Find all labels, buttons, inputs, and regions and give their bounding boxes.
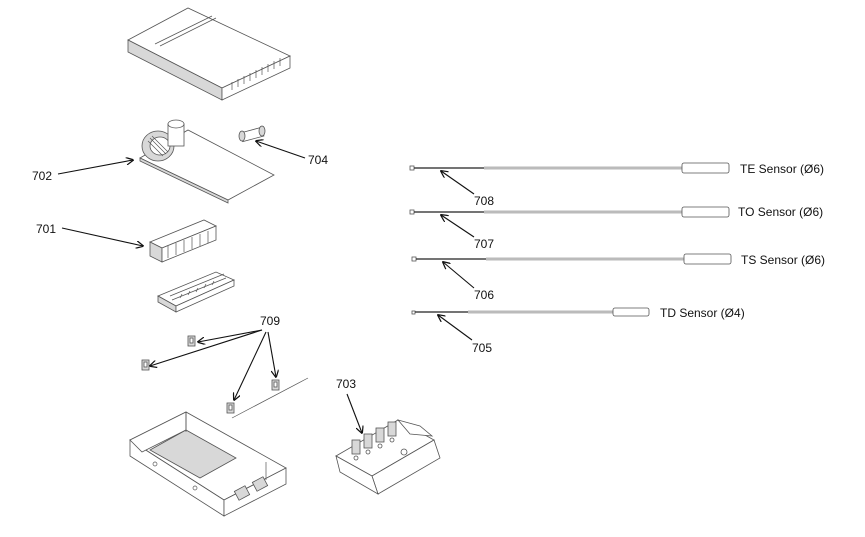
leader-702 bbox=[57, 160, 133, 175]
callout-702: 702 bbox=[32, 169, 52, 183]
leader-707 bbox=[441, 215, 475, 238]
leader-708 bbox=[441, 171, 475, 195]
callout-706: 706 bbox=[474, 288, 494, 302]
callout-705: 705 bbox=[472, 341, 492, 355]
callout-703: 703 bbox=[336, 377, 356, 391]
terminal-bracket-part bbox=[335, 419, 441, 495]
leader-709-b bbox=[150, 329, 263, 366]
fuse-part bbox=[238, 125, 266, 143]
base-housing-part bbox=[129, 411, 287, 517]
leader-704 bbox=[256, 141, 306, 159]
sensor-te-label: TE Sensor (Ø6) bbox=[740, 162, 824, 176]
sensor-td-label: TD Sensor (Ø4) bbox=[660, 306, 745, 320]
leader-701 bbox=[61, 227, 143, 246]
leader-709-a bbox=[198, 329, 263, 342]
callout-708: 708 bbox=[474, 194, 494, 208]
terminal-block-part bbox=[149, 219, 235, 313]
sensor-te: TE Sensor (Ø6) bbox=[409, 162, 824, 176]
pcb-board-part bbox=[139, 119, 275, 204]
top-cover-part bbox=[127, 7, 291, 101]
clip-part-a bbox=[187, 335, 196, 347]
callout-701: 701 bbox=[36, 222, 56, 236]
sensor-to-label: TO Sensor (Ø6) bbox=[738, 205, 823, 219]
leader-709-d bbox=[267, 331, 276, 377]
leader-705 bbox=[438, 315, 473, 341]
callout-709: 709 bbox=[260, 314, 280, 328]
clip-part-d bbox=[226, 402, 235, 414]
callout-704: 704 bbox=[308, 153, 328, 167]
leader-703 bbox=[346, 393, 362, 433]
leader-706 bbox=[443, 262, 475, 289]
sensor-to: TO Sensor (Ø6) bbox=[409, 205, 823, 219]
sensor-ts-label: TS Sensor (Ø6) bbox=[741, 253, 825, 267]
sensor-ts: TS Sensor (Ø6) bbox=[411, 253, 825, 267]
top-cover-vents bbox=[231, 58, 281, 90]
clip-part-b bbox=[141, 359, 150, 371]
leader-709-c bbox=[234, 331, 267, 400]
clip-part-c bbox=[271, 379, 280, 391]
sensor-td: TD Sensor (Ø4) bbox=[411, 306, 745, 320]
callout-707: 707 bbox=[474, 237, 494, 251]
